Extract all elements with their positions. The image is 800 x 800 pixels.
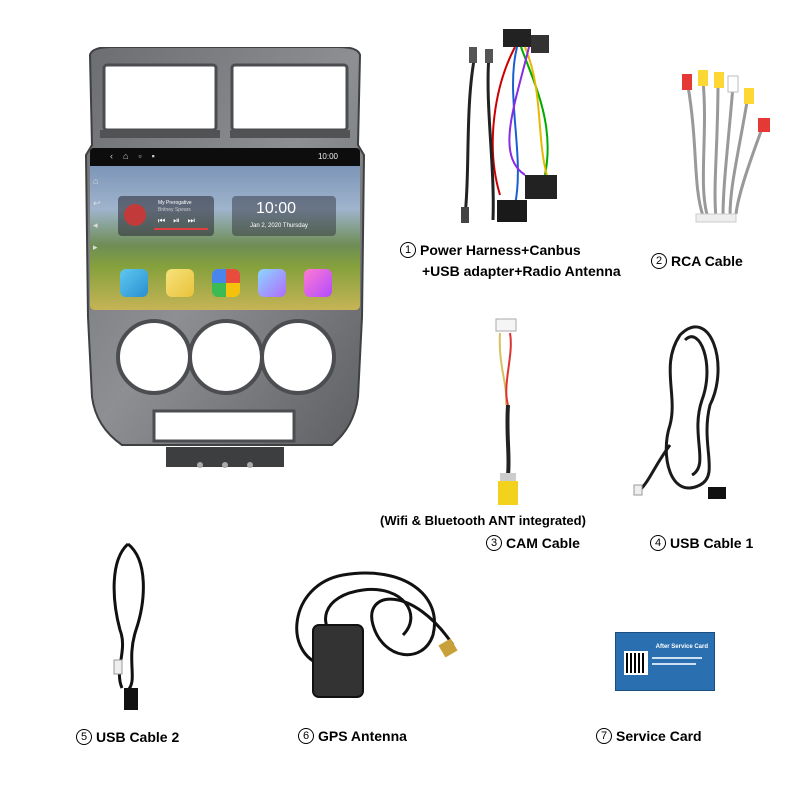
card-line (652, 663, 696, 665)
item-5-number: 5 (76, 729, 92, 745)
music-progress (154, 228, 208, 230)
music-artist: Britney Spears (158, 207, 191, 213)
home-icon: ⌂ (93, 176, 99, 186)
qr-code-icon (624, 651, 648, 675)
navigation-app-icon (120, 269, 148, 297)
item-6-number: 6 (298, 728, 314, 744)
clock-date: Jan 2, 2020 Thursday (250, 223, 308, 229)
item-3-label: 3 CAM Cable (486, 535, 580, 551)
item-4-number: 4 (650, 535, 666, 551)
usb-cable-1-image (633, 325, 726, 499)
rca-cable-image (682, 70, 770, 223)
bluetooth-app-icon (258, 269, 286, 297)
item-7-text: Service Card (616, 728, 702, 744)
item-2-number: 2 (651, 253, 667, 269)
item-5-label: 5 USB Cable 2 (76, 729, 179, 745)
item-6-text: GPS Antenna (318, 728, 407, 744)
status-nav-icons: ‹⌂▫▪ (110, 151, 165, 161)
music-art-icon (124, 204, 146, 226)
service-card-image: After Service Card (615, 632, 715, 691)
item-1-text: Power Harness+Canbus (420, 242, 581, 258)
gps-antenna-image (295, 571, 458, 698)
item-2-text: RCA Cable (671, 253, 743, 269)
status-time: 10:00 (317, 152, 338, 161)
item-1-label-line2: +USB adapter+Radio Antenna (422, 263, 621, 279)
usb-cable-2-image (112, 542, 145, 710)
service-card-title: After Service Card (655, 644, 708, 650)
volume-up-icon: ▸ (93, 242, 98, 252)
clock-time: 10:00 (256, 200, 297, 217)
music-title: My Prerogative (158, 200, 192, 206)
power-harness-image (461, 29, 557, 223)
item-7-label: 7 Service Card (596, 728, 702, 744)
music-controls: ⏮⏯⏭ (158, 216, 203, 225)
apps-grid-icon (212, 269, 240, 297)
music-widget: My Prerogative Britney Spears ⏮⏯⏭ (118, 196, 214, 236)
wallpaper: ⌂ ↩ ◂ ▸ My Prerogative Britney Spears ⏮⏯… (90, 166, 360, 310)
item-4-text: USB Cable 1 (670, 535, 754, 551)
volume-icon: ◂ (93, 220, 98, 230)
item-3-number: 3 (486, 535, 502, 551)
item-4-label: 4 USB Cable 1 (650, 535, 753, 551)
item-1-number: 1 (400, 242, 416, 258)
head-unit-screen: ‹⌂▫▪ 10:00 ⌂ ↩ ◂ ▸ My Prerogative Britne… (90, 148, 360, 310)
item-7-number: 7 (596, 728, 612, 744)
music-app-icon (304, 269, 332, 297)
note-text: (Wifi & Bluetooth ANT integrated) (380, 513, 586, 528)
cam-cable-image (495, 318, 518, 505)
status-bar: ‹⌂▫▪ 10:00 (90, 148, 360, 166)
item-1-label: 1 Power Harness+Canbus (400, 242, 581, 258)
clock-widget: 10:00 Jan 2, 2020 Thursday (232, 196, 336, 236)
item-2-label: 2 RCA Cable (651, 253, 743, 269)
back-icon: ↩ (93, 198, 101, 208)
card-line (652, 657, 702, 659)
settings-app-icon (166, 269, 194, 297)
item-5-text: USB Cable 2 (96, 729, 180, 745)
item-3-text: CAM Cable (506, 535, 580, 551)
item-6-label: 6 GPS Antenna (298, 728, 407, 744)
